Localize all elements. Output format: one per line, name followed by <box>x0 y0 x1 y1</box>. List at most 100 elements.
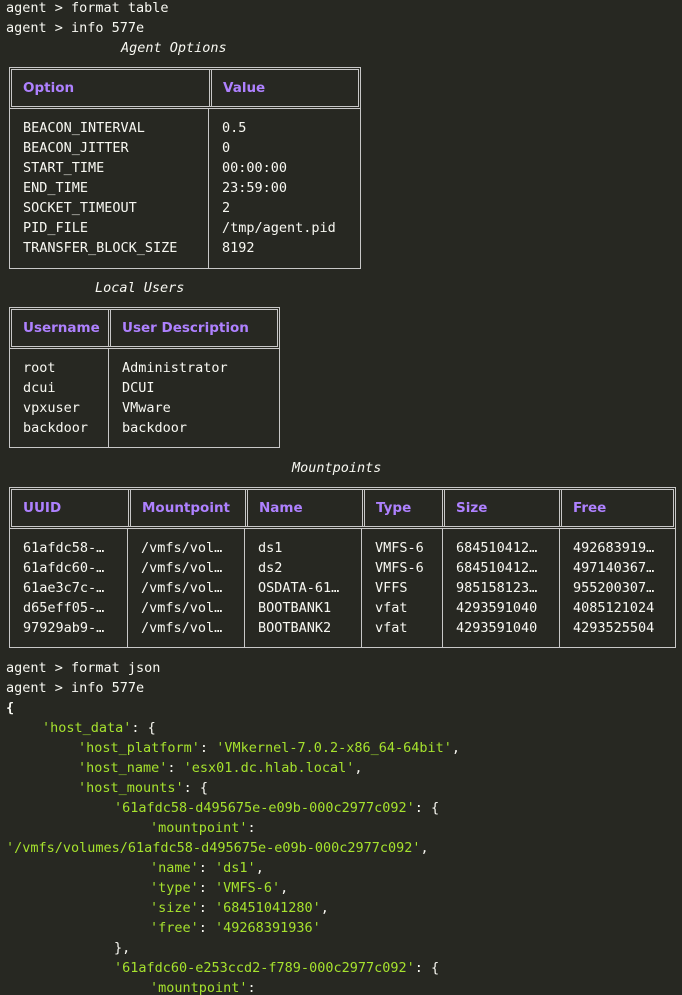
table-cell: 0.5 <box>222 120 247 136</box>
json-line: 'mountpoint': <box>150 818 256 838</box>
column-option: BEACON_INTERVAL BEACON_JITTER START_TIME… <box>10 109 208 268</box>
json-value: '/vmfs/volumes/61afdc58-d495675e-e09b-00… <box>6 840 421 856</box>
table-cell: VFFS <box>375 580 408 596</box>
table-cell: 4293591040 <box>456 620 538 636</box>
prompt: agent > <box>6 660 72 676</box>
table-cell: /vmfs/vol… <box>141 600 223 616</box>
header-cell-user-description: User Description <box>108 310 277 346</box>
json-key: 'name' <box>150 860 199 876</box>
json-punct: , <box>354 760 363 776</box>
table-cell: 0 <box>222 140 231 156</box>
json-line: 'host_data': { <box>42 718 156 738</box>
json-line: 'name': 'ds1', <box>150 858 264 878</box>
table-cell: 955200307… <box>573 580 655 596</box>
json-value: '49268391936' <box>215 920 321 936</box>
json-punct: , <box>255 860 264 876</box>
table-cell: ds1 <box>258 540 283 556</box>
json-punct: : <box>198 860 216 876</box>
table-cell: 492683919… <box>573 540 655 556</box>
table-cell: Administrator <box>122 360 228 376</box>
header-cell-mountpoint: Mountpoint <box>128 490 245 526</box>
table-cell: VMFS-6 <box>375 560 424 576</box>
column-size: 684510412… 684510412… 985158123… 4293591… <box>442 529 559 647</box>
table-header: Option Value <box>9 67 361 109</box>
json-key: 'host_data' <box>42 720 132 736</box>
command-line-1: agent > format table <box>6 0 169 18</box>
command-line-3: agent > format json <box>6 658 160 678</box>
mountpoints-caption: Mountpoints <box>292 460 382 476</box>
table-body: BEACON_INTERVAL BEACON_JITTER START_TIME… <box>9 109 361 269</box>
table-cell: 61ae3c7c-… <box>23 580 105 596</box>
header-cell-name: Name <box>245 490 362 526</box>
prompt: agent > <box>6 20 72 36</box>
table-cell: /vmfs/vol… <box>141 620 223 636</box>
table-cell: START_TIME <box>23 160 105 176</box>
table-cell: root <box>23 360 56 376</box>
table-header: UUID Mountpoint Name Type Size Free <box>9 487 676 529</box>
json-line: '/vmfs/volumes/61afdc58-d495675e-e09b-00… <box>6 838 429 858</box>
command-line-2: agent > info 577e <box>6 18 144 38</box>
column-mountpoint: /vmfs/vol… /vmfs/vol… /vmfs/vol… /vmfs/v… <box>127 529 244 647</box>
json-line: 'free': '49268391936' <box>150 918 321 938</box>
json-line: 'host_mounts': { <box>78 778 208 798</box>
table-cell: SOCKET_TIMEOUT <box>23 200 137 216</box>
json-punct: : <box>199 740 217 756</box>
local-users-caption: Local Users <box>95 280 185 296</box>
table-cell: ds2 <box>258 560 283 576</box>
json-punct: , <box>280 880 289 896</box>
header-cell-value: Value <box>209 70 358 106</box>
json-punct: : <box>167 760 184 776</box>
table-body: 61afdc58-… 61afdc60-… 61ae3c7c-… d65eff0… <box>9 529 676 648</box>
column-username: root dcui vpxuser backdoor <box>10 349 108 447</box>
json-punct: , <box>451 740 461 756</box>
json-value: '68451041280' <box>215 900 321 916</box>
table-cell: /vmfs/vol… <box>141 560 223 576</box>
json-punct: : <box>247 820 256 836</box>
table-cell: 985158123… <box>456 580 538 596</box>
table-cell: vpxuser <box>23 400 80 416</box>
command-text: info 577e <box>71 20 145 36</box>
table-cell: OSDATA-61… <box>258 580 340 596</box>
json-punct: : { <box>183 780 209 796</box>
table-cell: 00:00:00 <box>222 160 288 176</box>
json-punct: , <box>420 840 429 856</box>
table-cell: VMFS-6 <box>375 540 424 556</box>
json-value: 'ds1' <box>215 860 256 876</box>
table-cell: BOOTBANK1 <box>258 600 332 616</box>
table-cell: d65eff05-… <box>23 600 105 616</box>
table-cell: 61afdc58-… <box>23 540 105 556</box>
table-cell: /vmfs/vol… <box>141 540 223 556</box>
table-cell: vfat <box>375 600 408 616</box>
table-cell: /tmp/agent.pid <box>222 220 336 236</box>
json-key: 'mountpoint' <box>150 820 248 836</box>
json-line: 'host_platform': 'VMkernel-7.0.2-x86_64-… <box>78 738 460 758</box>
column-uuid: 61afdc58-… 61afdc60-… 61ae3c7c-… d65eff0… <box>10 529 127 647</box>
table-cell: dcui <box>23 380 56 396</box>
json-key: 'free' <box>150 920 199 936</box>
table-cell: BEACON_INTERVAL <box>23 120 145 136</box>
header-cell-username: Username <box>23 320 100 336</box>
json-line: '61afdc58-d495675e-e09b-000c2977c092': { <box>114 798 439 818</box>
command-text: info 577e <box>71 680 145 696</box>
json-punct: : { <box>131 720 156 736</box>
command-text: format table <box>71 0 169 16</box>
json-punct: , <box>320 900 329 916</box>
header-cell-free: Free <box>559 490 673 526</box>
table-cell: PID_FILE <box>23 220 89 236</box>
table-cell: BOOTBANK2 <box>258 620 332 636</box>
json-punct: : { <box>414 960 440 976</box>
column-name: ds1 ds2 OSDATA-61… BOOTBANK1 BOOTBANK2 <box>244 529 361 647</box>
json-value: 'VMkernel-7.0.2-x86_64-64bit' <box>216 740 452 756</box>
json-line: 'type': 'VMFS-6', <box>150 878 288 898</box>
table-cell: vfat <box>375 620 408 636</box>
table-cell: BEACON_JITTER <box>23 140 129 156</box>
json-key: 'type' <box>150 880 199 896</box>
json-punct: : { <box>414 800 440 816</box>
table-cell: /vmfs/vol… <box>141 580 223 596</box>
json-punct: : <box>198 920 216 936</box>
table-cell: 8192 <box>222 240 255 256</box>
table-cell: 23:59:00 <box>222 180 288 196</box>
json-value: 'VMFS-6' <box>215 880 281 896</box>
table-cell: 61afdc60-… <box>23 560 105 576</box>
